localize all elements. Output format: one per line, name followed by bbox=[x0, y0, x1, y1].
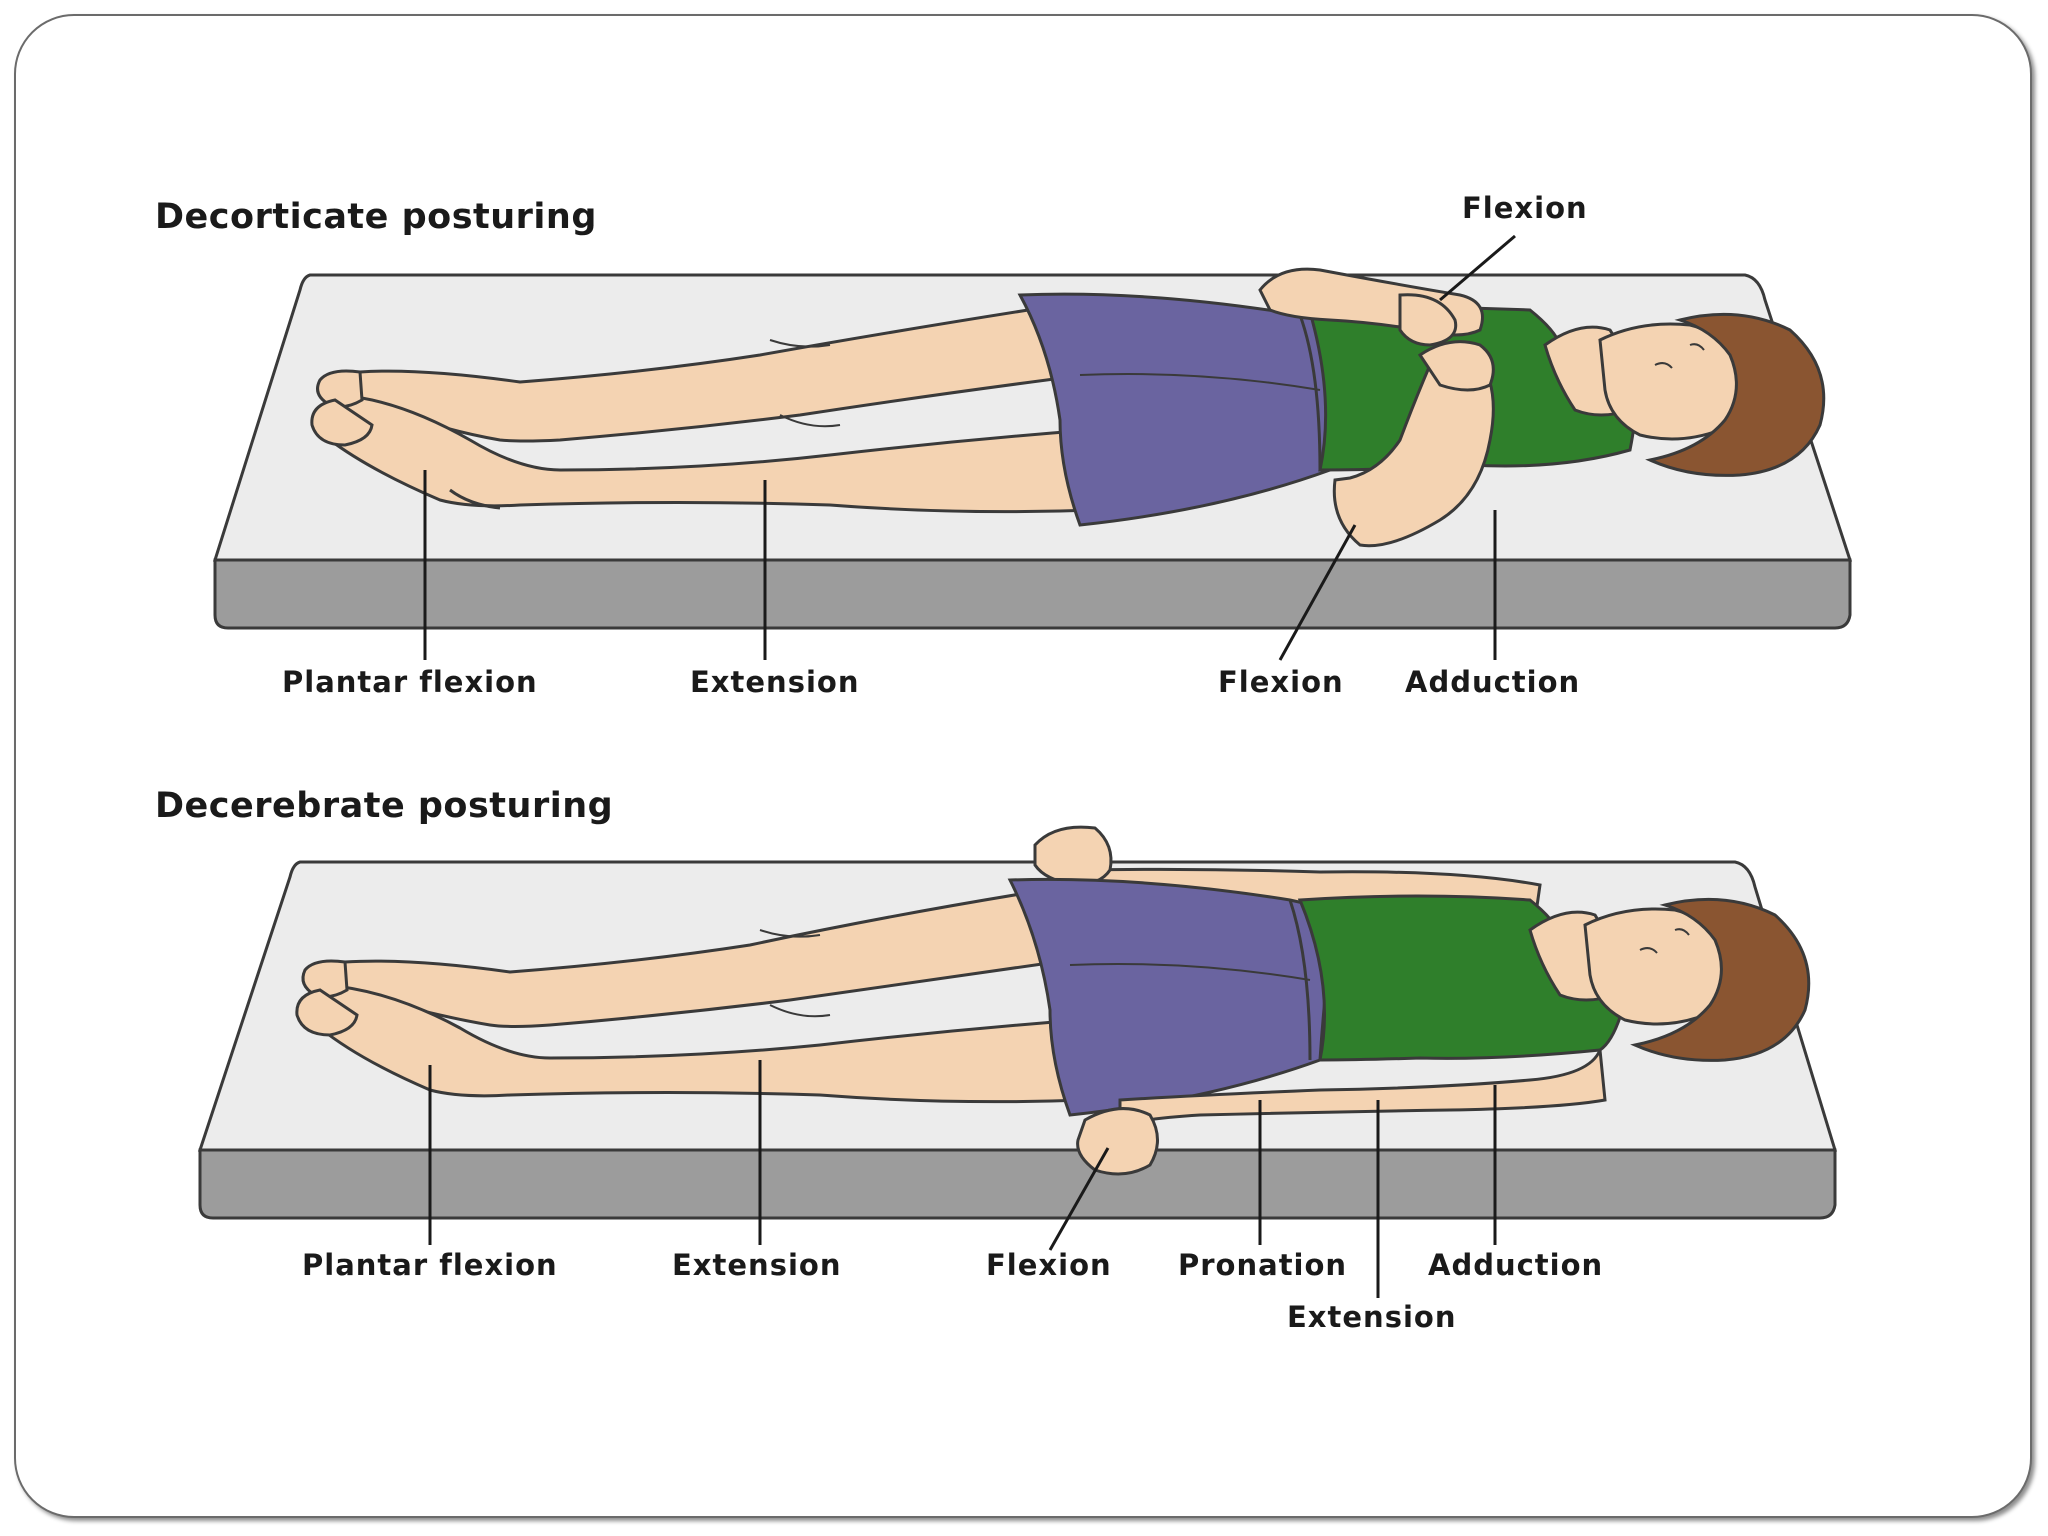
arm-lower-1 bbox=[1332, 352, 1495, 548]
hand-upper-1 bbox=[1398, 293, 1458, 347]
label-pronation-2: Pronation bbox=[1178, 1248, 1348, 1282]
arm-lower-2 bbox=[1118, 1049, 1607, 1127]
hand-lower-1 bbox=[1417, 340, 1495, 392]
label-extension-2: Extension bbox=[672, 1248, 842, 1282]
label-flexion-2: Flexion bbox=[986, 1248, 1112, 1282]
label-plantar-flexion-1: Plantar flexion bbox=[282, 665, 538, 699]
leg-back-1 bbox=[358, 303, 1088, 443]
label-extension-1: Extension bbox=[690, 665, 860, 699]
mattress-side-2 bbox=[198, 1148, 1837, 1220]
mattress-side-1 bbox=[213, 558, 1852, 630]
label-adduction-2: Adduction bbox=[1428, 1248, 1604, 1282]
foot-2b bbox=[295, 988, 359, 1037]
leg-back-2 bbox=[343, 888, 1073, 1028]
label-plantar-flexion-2: Plantar flexion bbox=[302, 1248, 558, 1282]
label-flexion-1: Flexion bbox=[1218, 665, 1344, 699]
fist-bottom-2 bbox=[1076, 1107, 1159, 1176]
hair-2 bbox=[1630, 897, 1811, 1062]
label-extension-arm-2: Extension bbox=[1287, 1300, 1457, 1334]
foot-1b bbox=[310, 398, 374, 447]
decorticate-figure bbox=[212, 234, 1853, 661]
decerebrate-title: Decerebrate posturing bbox=[155, 786, 614, 826]
slide-frame bbox=[14, 14, 2032, 1518]
decorticate-title: Decorticate posturing bbox=[155, 197, 597, 237]
decerebrate-figure bbox=[197, 825, 1838, 1298]
hair-1 bbox=[1645, 312, 1826, 477]
foot-1a bbox=[316, 369, 364, 409]
fist-top-2 bbox=[1033, 825, 1113, 887]
shorts-2 bbox=[1007, 877, 1337, 1117]
label-flexion-top: Flexion bbox=[1462, 191, 1588, 225]
label-adduction-1: Adduction bbox=[1405, 665, 1581, 699]
shorts-1 bbox=[1017, 292, 1347, 527]
foot-2a bbox=[301, 959, 349, 999]
